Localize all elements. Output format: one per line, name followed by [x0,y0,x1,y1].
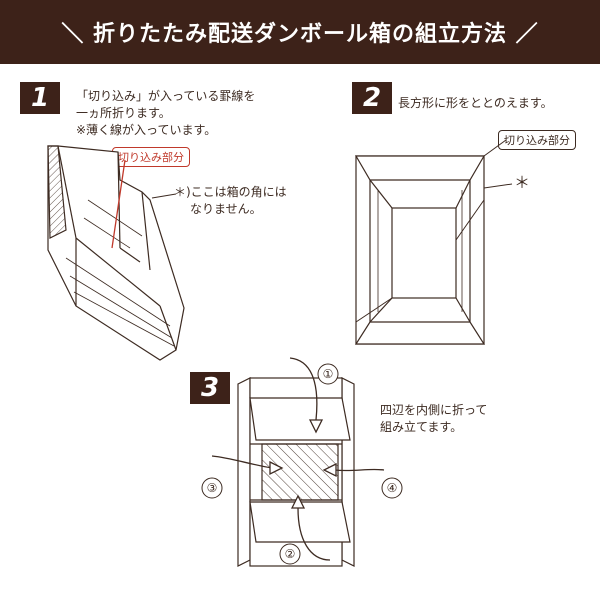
order-label-4: ④ [387,481,398,495]
step-1-cut-line [111,159,126,249]
step-1-badge: 1 [20,82,60,114]
step-3-number: 3 [200,373,220,403]
page-title: ＼ 折りたたみ配送ダンボール箱の組立方法 ／ [61,22,539,47]
step-3-text-line2: 組み立てます。 [380,420,463,434]
order-circle-1 [317,363,339,385]
order-label-2: ② [285,547,296,561]
order-circle-3 [201,477,223,499]
arrow-3 [211,455,273,469]
arrow-4 [333,468,385,472]
order-circle-2 [279,543,301,565]
step-1-cut-label: 切り込み部分 [112,147,190,167]
page-header: ＼ 折りたたみ配送ダンボール箱の組立方法 ／ [0,0,600,64]
step-2-asterisk: ＊ [514,173,531,192]
step-2-badge: 2 [352,82,392,114]
arrow-1 [289,357,318,421]
order-label-1: ① [323,367,334,381]
step-1-flat-box [47,145,185,361]
step-1-number: 1 [30,83,50,113]
step-2-cut-label: 切り込み部分 [498,130,576,150]
step-1-note-line1: ＊)ここは箱の角には [174,185,287,199]
step-1-note-leader [151,193,177,199]
step-2-cut-leader [483,139,507,157]
step-1-text-line2: 一ヵ所折ります。 [76,106,171,120]
step-2-text-line1: 長方形に形をととのえます。 [398,96,553,110]
step-3-text-line1: 四辺を内側に折って [380,403,488,417]
step-2-asterisk-leader [483,183,513,189]
step-1-text-line3: ※薄く線が入っています。 [76,123,217,137]
step-2-number: 2 [362,83,382,113]
step-1-text-line1: 「切り込み」が入っている罫線を [76,89,256,103]
step-3-badge: 3 [190,372,230,404]
step-1-note-line2: なりません。 [190,202,262,216]
arrow-2 [297,507,331,561]
order-circle-4 [381,477,403,499]
order-label-3: ③ [207,481,218,495]
